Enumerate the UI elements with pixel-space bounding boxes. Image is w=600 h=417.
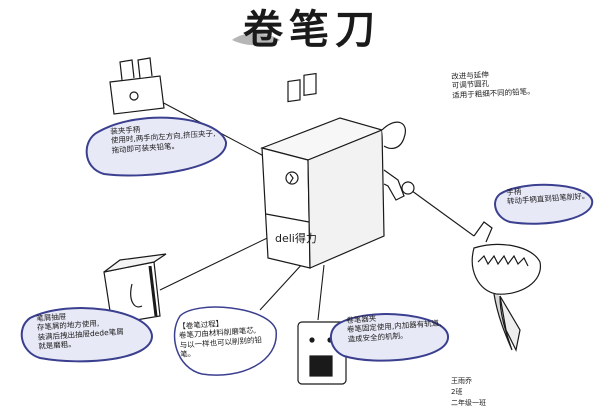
gear-illustration xyxy=(471,221,541,352)
author-signature: 王雨乔 2班 二年级一班 xyxy=(451,377,486,407)
drawer-handle xyxy=(130,283,143,308)
handle-clamp-hole xyxy=(129,91,139,101)
gear-blade xyxy=(493,293,513,351)
gear-handle xyxy=(473,221,493,243)
pencil-hole-mark xyxy=(289,173,294,184)
gear-ring xyxy=(471,243,541,295)
process-label: 【卷笔过程】 卷笔刀由材料削磨笔芯, 与以一样也可以削别的铅笔。 xyxy=(178,318,263,360)
crank-gear xyxy=(381,121,406,149)
crank-arm xyxy=(383,169,405,201)
drawer-label: 笔屑抽屉 存笔屑的地方使用, 装满后拽出抽屉dede笔屑 就是磨粗。 xyxy=(36,311,124,352)
clip-handle-right xyxy=(303,72,317,96)
bubble-process xyxy=(173,306,277,376)
line-crank xyxy=(407,187,475,237)
clip-box-dot-left xyxy=(309,337,315,343)
gear-teeth xyxy=(477,254,529,267)
line-process xyxy=(259,261,305,311)
bubble-clip xyxy=(329,313,450,362)
clip-handle-left xyxy=(287,79,301,103)
drawer-illustration xyxy=(103,253,167,325)
bubble-drawer xyxy=(20,307,154,363)
drawer-top xyxy=(103,253,167,273)
sharpener-main xyxy=(260,72,415,269)
bubble-crank xyxy=(494,183,594,225)
gear-shaft xyxy=(499,295,521,352)
crank-knob xyxy=(401,181,415,195)
title-smudge xyxy=(232,33,280,46)
brand-label: deli得力 xyxy=(275,232,317,245)
drawer-seam xyxy=(265,213,310,223)
handle-clamp-top-left xyxy=(119,59,135,81)
bubbles xyxy=(20,116,594,376)
diagram-title: 卷笔刀 xyxy=(243,7,381,53)
improvement-note: 改进与延伸 可调节圆孔 适用于粗细不同的铅笔。 xyxy=(451,70,535,100)
handle-clamp xyxy=(109,57,165,115)
sharpener-side xyxy=(307,129,385,269)
drawer-shading xyxy=(148,265,158,317)
sharpener-front xyxy=(261,147,311,269)
clip-box-window xyxy=(309,355,333,377)
line-clip xyxy=(317,264,325,321)
handle-clamp-top-right xyxy=(137,57,153,79)
pencil-hole xyxy=(285,171,299,185)
bubble-handle xyxy=(85,116,228,177)
